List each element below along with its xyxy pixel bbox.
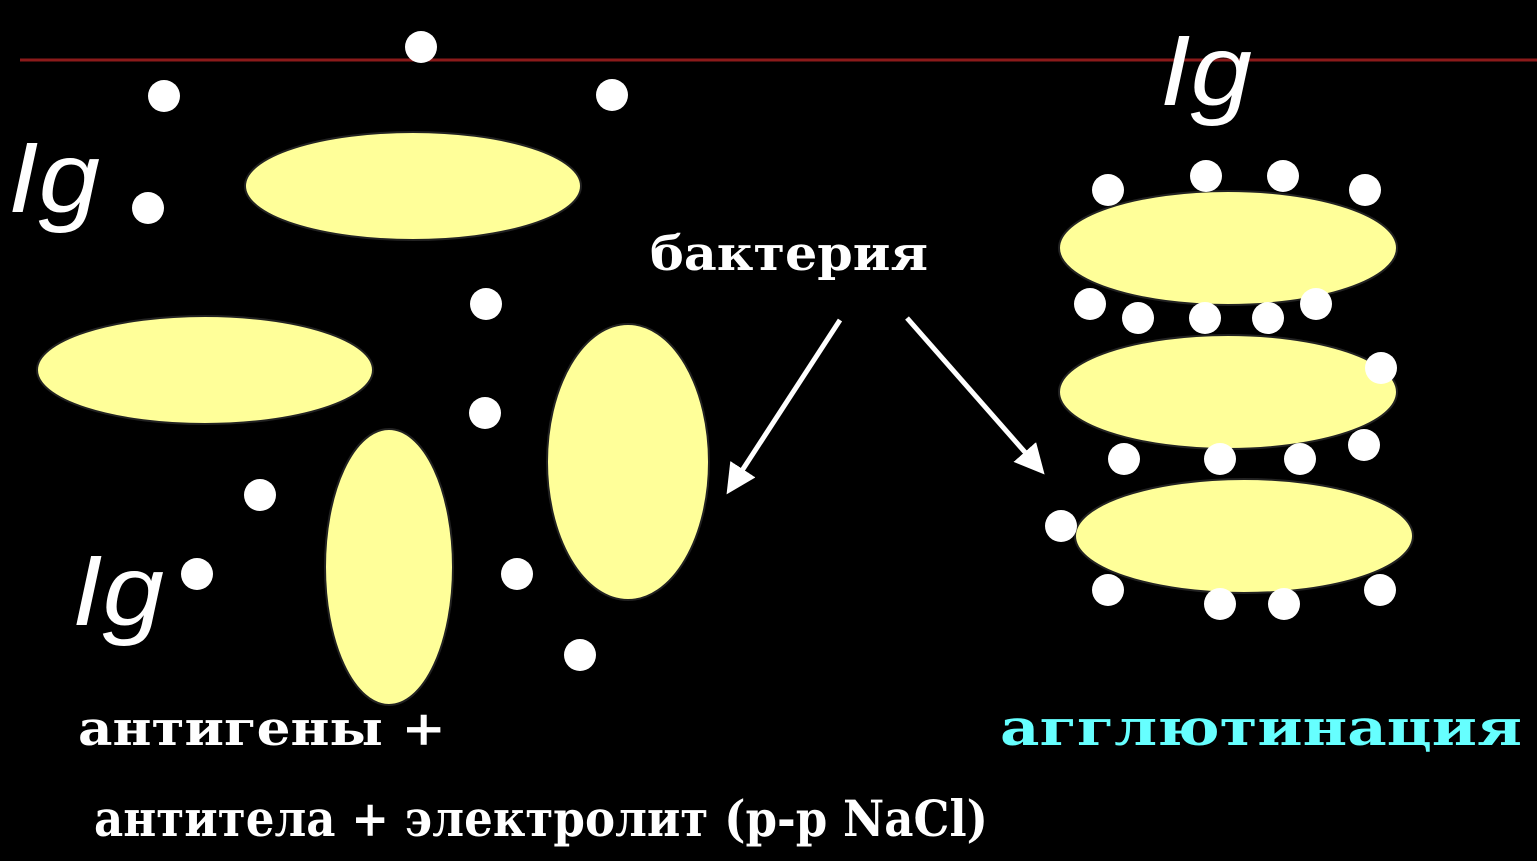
antibody-dot xyxy=(181,558,213,590)
antibody-dot xyxy=(1204,443,1236,475)
antibody-dot xyxy=(596,79,628,111)
antibody-dot xyxy=(1284,443,1316,475)
antibody-dot xyxy=(469,397,501,429)
bacterium xyxy=(325,429,453,705)
bacterium-label: бактерия xyxy=(650,226,928,282)
bacterium xyxy=(245,132,581,240)
antibodies-electrolyte-label: антитела + электролит (р-р NaCl) xyxy=(94,789,988,848)
antibody-dot xyxy=(1364,574,1396,606)
antibody-dot xyxy=(1122,302,1154,334)
antibody-dot xyxy=(564,639,596,671)
antibody-dot xyxy=(1074,288,1106,320)
ig-label-bottom-left: Ig xyxy=(72,535,164,647)
antibody-dot xyxy=(1092,574,1124,606)
arrows xyxy=(732,318,1038,486)
arrow-right xyxy=(907,318,1038,467)
antibody-dot xyxy=(501,558,533,590)
antibody-dot xyxy=(244,479,276,511)
agglutinated-cluster xyxy=(1045,160,1413,620)
antibody-dot xyxy=(1189,302,1221,334)
antibody-dot xyxy=(1267,160,1299,192)
antibody-dot xyxy=(1365,352,1397,384)
bacterium xyxy=(1059,335,1397,449)
antibody-dot xyxy=(132,192,164,224)
bacterium xyxy=(37,316,373,424)
bacterium xyxy=(547,324,709,600)
antibody-dot xyxy=(1092,174,1124,206)
antibody-dot xyxy=(1348,429,1380,461)
arrow-left xyxy=(732,320,840,486)
bacterium xyxy=(1075,479,1413,593)
antibody-dot xyxy=(1268,588,1300,620)
antibody-dot xyxy=(148,80,180,112)
ig-label-top-left: Ig xyxy=(8,122,100,234)
antibody-dot xyxy=(1300,288,1332,320)
antibody-dot xyxy=(1108,443,1140,475)
ig-label-right: Ig xyxy=(1160,15,1252,127)
antibody-dot xyxy=(1190,160,1222,192)
antibody-dot xyxy=(1204,588,1236,620)
antibody-dot xyxy=(405,31,437,63)
antibody-dot xyxy=(1252,302,1284,334)
antibody-dot xyxy=(1349,174,1381,206)
antigens-label: антигены + xyxy=(78,701,446,757)
agglutination-label: агглютинация xyxy=(1000,698,1522,757)
bacterium xyxy=(1059,191,1397,305)
antibody-dot xyxy=(470,288,502,320)
antibody-dot xyxy=(1045,510,1077,542)
